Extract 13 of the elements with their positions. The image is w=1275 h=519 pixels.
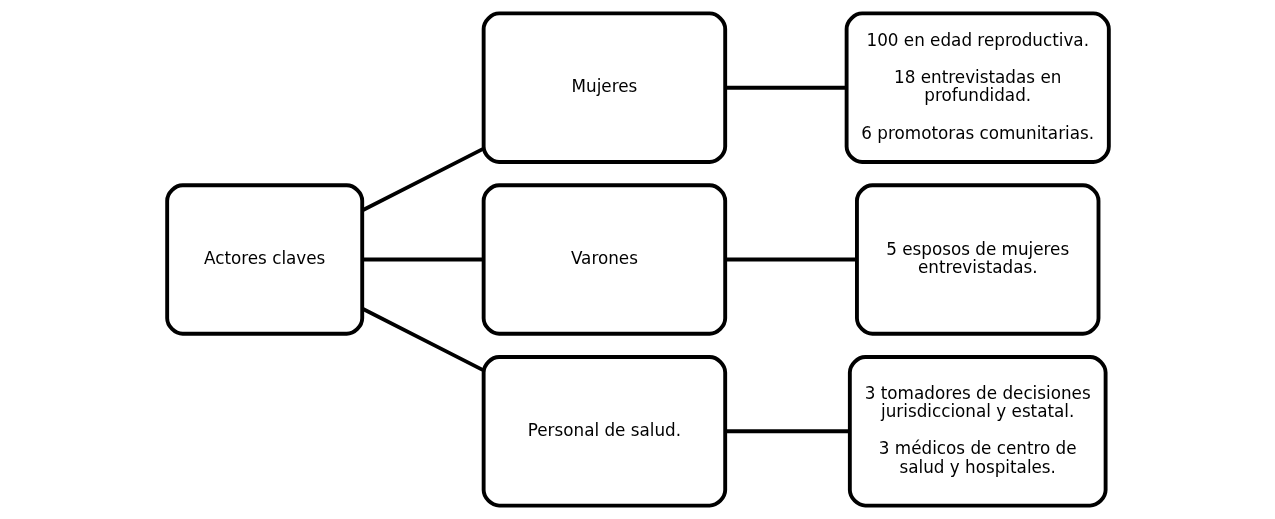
connector (361, 307, 484, 372)
connector (725, 429, 849, 434)
node-box: 100 en edad reproductiva. 18 entrevistadas en profundidad. 6 promotoras comunitarias. (844, 11, 1111, 164)
connector (725, 257, 856, 262)
node-box: Varones (481, 183, 727, 336)
node-box: Personal de salud. (481, 355, 727, 508)
node-box: 3 tomadores de decisiones jurisdiccional y estatal. 3 médicos de centro de salud y hospitales. (847, 355, 1108, 508)
node-box: Mujeres (481, 11, 727, 164)
connector (362, 257, 483, 262)
connector (361, 147, 484, 212)
connector (725, 85, 846, 90)
node-box: 5 esposos de mujeres entrevistadas. (854, 183, 1100, 336)
node-box: Actores claves (164, 183, 364, 336)
